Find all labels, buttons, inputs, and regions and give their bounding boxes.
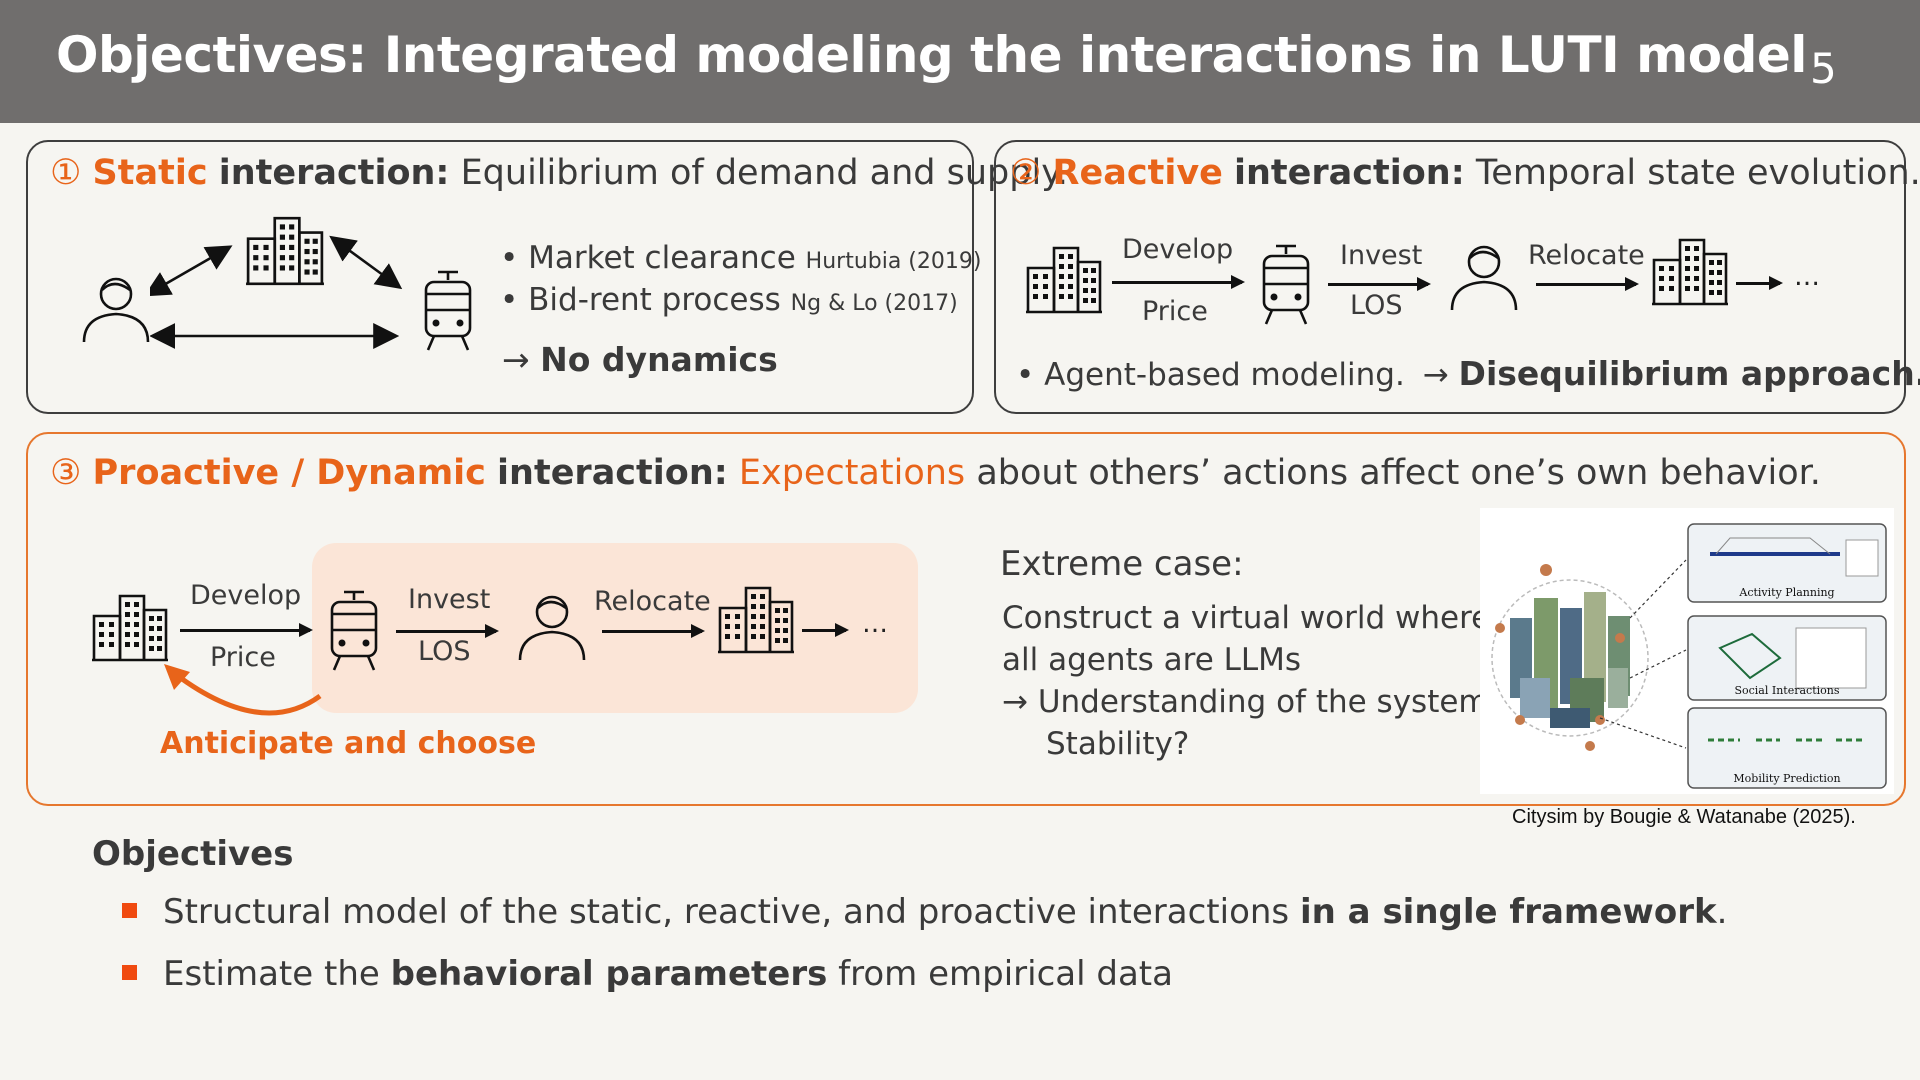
relocate-label: Relocate [1528,240,1645,271]
develop-label: Develop [190,580,302,611]
building-icon [1650,236,1730,306]
bullet-square [122,965,137,980]
bullet-square [122,903,137,918]
extreme-line-4: Stability? [1046,726,1190,762]
tram-icon [326,588,382,672]
los-label: LOS [1350,290,1403,321]
slide-header: Objectives: Integrated modeling the inte… [0,0,1920,123]
reactive-interaction-box [994,140,1906,414]
proactive-interaction-heading: ③ Proactive / Dynamic interaction: Expec… [50,453,1821,493]
activity-planning-label: Activity Planning [1738,586,1834,599]
ellipsis: … [1794,262,1820,292]
person-icon [516,590,588,662]
interaction-arrows [150,235,403,349]
person-icon [1448,240,1520,312]
ellipsis: … [862,609,888,639]
extreme-line-2: all agents are LLMs [1002,642,1302,678]
building-icon [716,584,796,654]
building-icon [1024,244,1104,314]
develop-arrow [180,623,313,637]
static-interaction-box [26,140,974,414]
slide-title: Objectives: Integrated modeling the inte… [56,26,1807,84]
disequilibrium-line: • Agent-based modeling. → Disequilibrium… [1016,354,1920,393]
extreme-line-3: → Understanding of the system? [1002,684,1506,720]
page-number: 5 [1810,44,1837,93]
los-label: LOS [418,636,471,667]
bullet-market-clearance: • Market clearance Hurtubia (2019) [500,240,982,276]
continue-arrow [1736,276,1783,290]
objective-item-2: Estimate the behavioral parameters from … [122,954,1173,994]
develop-arrow [1112,275,1245,289]
citysim-figure: Activity Planning Social Interactions Mo… [1480,508,1894,794]
no-dynamics-conclusion: → No dynamics [502,340,778,379]
highlight-region [312,543,918,713]
extreme-case-title: Extreme case: [1000,544,1244,584]
invest-arrow [396,624,499,638]
tram-icon [1258,242,1314,326]
continue-arrow [802,623,849,637]
bullet-bid-rent: • Bid-rent process Ng & Lo (2017) [500,282,958,318]
objective-item-1: Structural model of the static, reactive… [122,892,1727,932]
mobility-prediction-label: Mobility Prediction [1733,772,1840,785]
person-icon [80,272,152,344]
proactive-interaction-box [26,432,1906,806]
relocate-label: Relocate [594,586,711,617]
figure-credit: Citysim by Bougie & Watanabe (2025). [1512,806,1856,828]
citysim-illustration: Activity Planning Social Interactions Mo… [1491,523,1887,789]
anticipate-curved-arrow [164,664,322,716]
social-interactions-label: Social Interactions [1734,684,1839,697]
invest-label: Invest [408,584,491,615]
develop-label: Develop [1122,234,1234,265]
anticipate-and-choose-label: Anticipate and choose [160,726,537,761]
relocate-arrow [1536,277,1639,291]
relocate-arrow [602,624,705,638]
reactive-interaction-heading: ② Reactive interaction: Temporal state e… [1010,153,1920,193]
extreme-line-1: Construct a virtual world where [1002,600,1491,636]
invest-arrow [1328,277,1431,291]
invest-label: Invest [1340,240,1423,271]
tram-icon [420,268,476,352]
price-label: Price [210,642,276,673]
static-interaction-heading: ① Static interaction: Equilibrium of dem… [50,153,1069,193]
price-label: Price [1142,296,1208,327]
objectives-title: Objectives [92,834,294,874]
